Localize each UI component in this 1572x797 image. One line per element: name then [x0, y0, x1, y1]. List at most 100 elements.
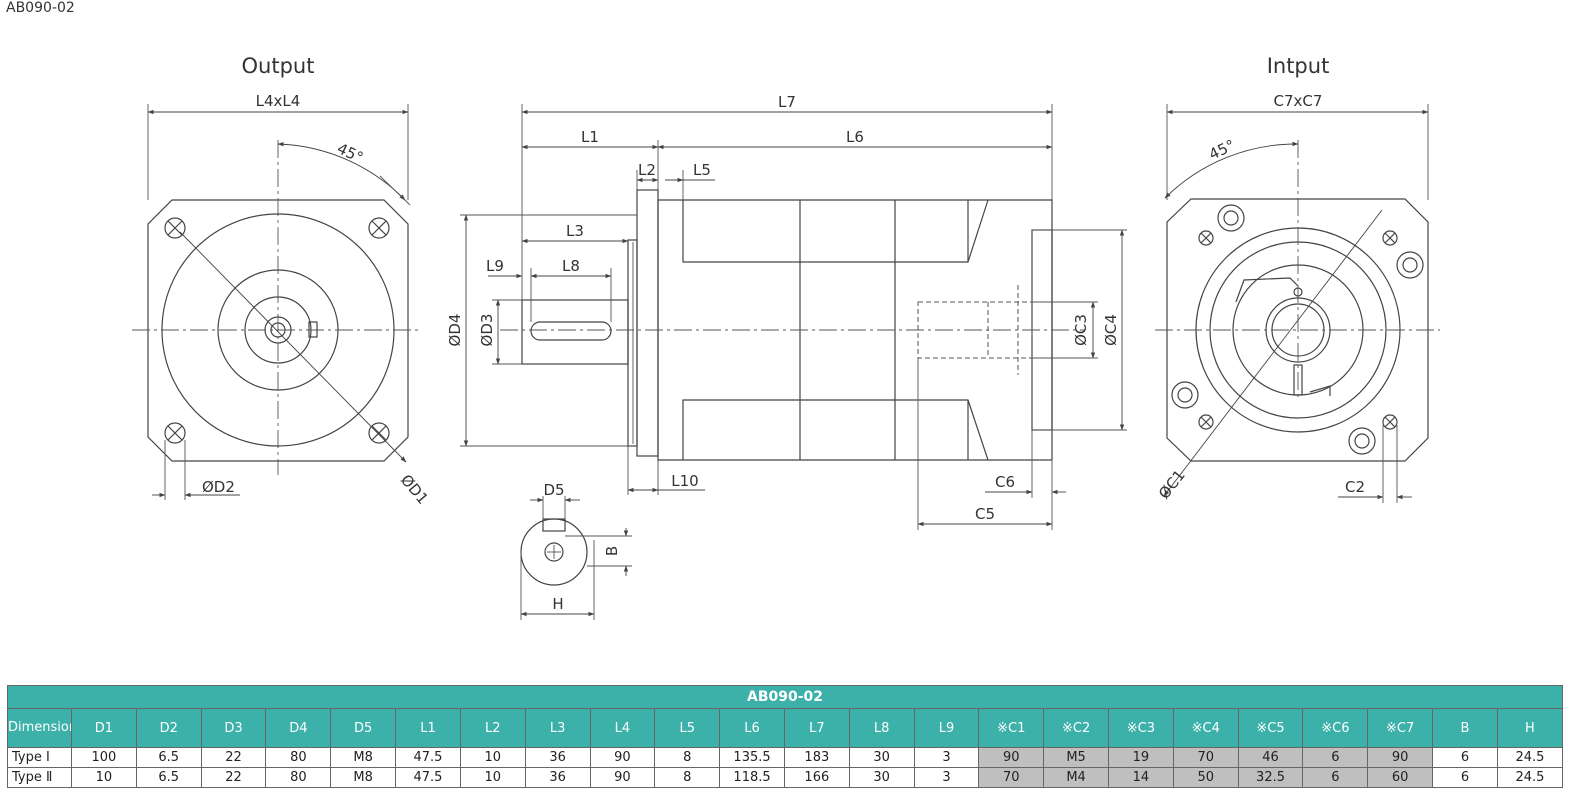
dim-label-d5: D5: [543, 481, 564, 499]
dim-label-l4xl4: L4xL4: [256, 92, 301, 110]
dim-label-d2: ØD2: [202, 478, 235, 496]
input-view-title: Intput: [1267, 54, 1330, 78]
table-cell: 70: [1172, 747, 1239, 768]
row-label: Type Ⅱ: [7, 767, 72, 788]
dim-label-l9: L9: [486, 257, 504, 275]
table-cell: 30: [848, 767, 915, 788]
table-cell: 47.5: [395, 747, 461, 768]
table-cell: M8: [330, 747, 397, 768]
dim-label-l3: L3: [566, 222, 584, 240]
dim-label-c2: C2: [1345, 478, 1365, 496]
table-cell: 183: [783, 747, 850, 768]
table-cell: 30: [848, 747, 915, 768]
header-l4: L4: [589, 708, 656, 748]
header-l8: L8: [848, 708, 915, 748]
table-cell: 118.5: [719, 767, 785, 788]
header-dimension: Dimension: [7, 708, 72, 748]
dim-label-d1: ØD1: [397, 471, 432, 508]
dim-label-c3: ØC3: [1072, 314, 1090, 346]
table-cell: 36: [524, 747, 591, 768]
table-cell: 80: [265, 747, 332, 768]
header-xc2: ※C2: [1043, 708, 1109, 748]
shaft-section-view: D5 B H: [520, 481, 632, 620]
table-cell: 90: [1367, 747, 1434, 768]
dim-label-d3: ØD3: [478, 314, 496, 347]
table-cell: 10: [459, 767, 526, 788]
table-cell: 3: [913, 767, 980, 788]
dim-label-c6: C6: [995, 473, 1015, 491]
header-l7: L7: [783, 708, 850, 748]
header-d4: D4: [265, 708, 332, 748]
table-cell: M8: [330, 767, 397, 788]
row-label: Type Ⅰ: [7, 747, 72, 768]
header-xc5: ※C5: [1237, 708, 1304, 748]
dim-label-l8: L8: [562, 257, 580, 275]
table-cell: 50: [1172, 767, 1239, 788]
table-cell: 24.5: [1496, 767, 1564, 788]
dim-label-l6: L6: [846, 128, 864, 146]
table-cell: 22: [200, 767, 267, 788]
table-cell: M5: [1043, 747, 1109, 768]
table-cell: 10: [459, 747, 526, 768]
header-xc3: ※C3: [1108, 708, 1174, 748]
table-cell: 10: [71, 767, 137, 788]
table-cell: 6: [1432, 747, 1498, 768]
header-d1: D1: [71, 708, 137, 748]
table-cell: 6.5: [135, 767, 202, 788]
dim-label-l2: L2: [638, 161, 656, 179]
table-cell: M4: [1043, 767, 1109, 788]
table-cell: 166: [783, 767, 850, 788]
table-title: AB090-02: [7, 685, 1563, 709]
table-cell: 24.5: [1496, 747, 1564, 768]
gearbox-dimension-drawing: Output L4xL4 ØD1 45°: [132, 54, 1440, 620]
dim-label-c5: C5: [975, 505, 995, 523]
table-cell: 90: [589, 747, 656, 768]
table-cell: 32.5: [1237, 767, 1304, 788]
dim-label-angle-input: 45°: [1206, 136, 1238, 164]
model-caption: AB090-02: [6, 0, 75, 16]
table-cell: 36: [524, 767, 591, 788]
table-cell: 3: [913, 747, 980, 768]
input-view: Intput C7xC7 ØC1: [1155, 54, 1440, 503]
header-l3: L3: [524, 708, 591, 748]
table-cell: 90: [589, 767, 656, 788]
table-cell: 70: [978, 767, 1045, 788]
header-l6: L6: [719, 708, 785, 748]
output-view-title: Output: [242, 54, 315, 78]
header-xc1: ※C1: [978, 708, 1045, 748]
header-xc4: ※C4: [1172, 708, 1239, 748]
dim-label-l5: L5: [693, 161, 711, 179]
table-cell: 14: [1108, 767, 1174, 788]
table-cell: 135.5: [719, 747, 785, 768]
table-cell: 6.5: [135, 747, 202, 768]
header-b: B: [1432, 708, 1498, 748]
table-cell: 100: [71, 747, 137, 768]
dim-label-c1: ØC1: [1155, 466, 1189, 502]
dim-label-l10: L10: [671, 472, 698, 490]
table-cell: 46: [1237, 747, 1304, 768]
header-d2: D2: [135, 708, 202, 748]
dim-label-angle-output: 45°: [334, 139, 366, 167]
header-l5: L5: [654, 708, 721, 748]
dim-label-b: B: [603, 546, 621, 556]
header-l1: L1: [395, 708, 461, 748]
table-cell: 8: [654, 767, 721, 788]
header-d5: D5: [330, 708, 397, 748]
header-xc7: ※C7: [1367, 708, 1434, 748]
table-cell: 19: [1108, 747, 1174, 768]
table-cell: 47.5: [395, 767, 461, 788]
header-l2: L2: [459, 708, 526, 748]
table-cell: 6: [1432, 767, 1498, 788]
dim-label-l7: L7: [778, 93, 796, 111]
header-d3: D3: [200, 708, 267, 748]
table-cell: 6: [1302, 767, 1369, 788]
dim-label-c4: ØC4: [1102, 314, 1120, 346]
table-cell: 60: [1367, 767, 1434, 788]
table-cell: 80: [265, 767, 332, 788]
table-cell: 90: [978, 747, 1045, 768]
